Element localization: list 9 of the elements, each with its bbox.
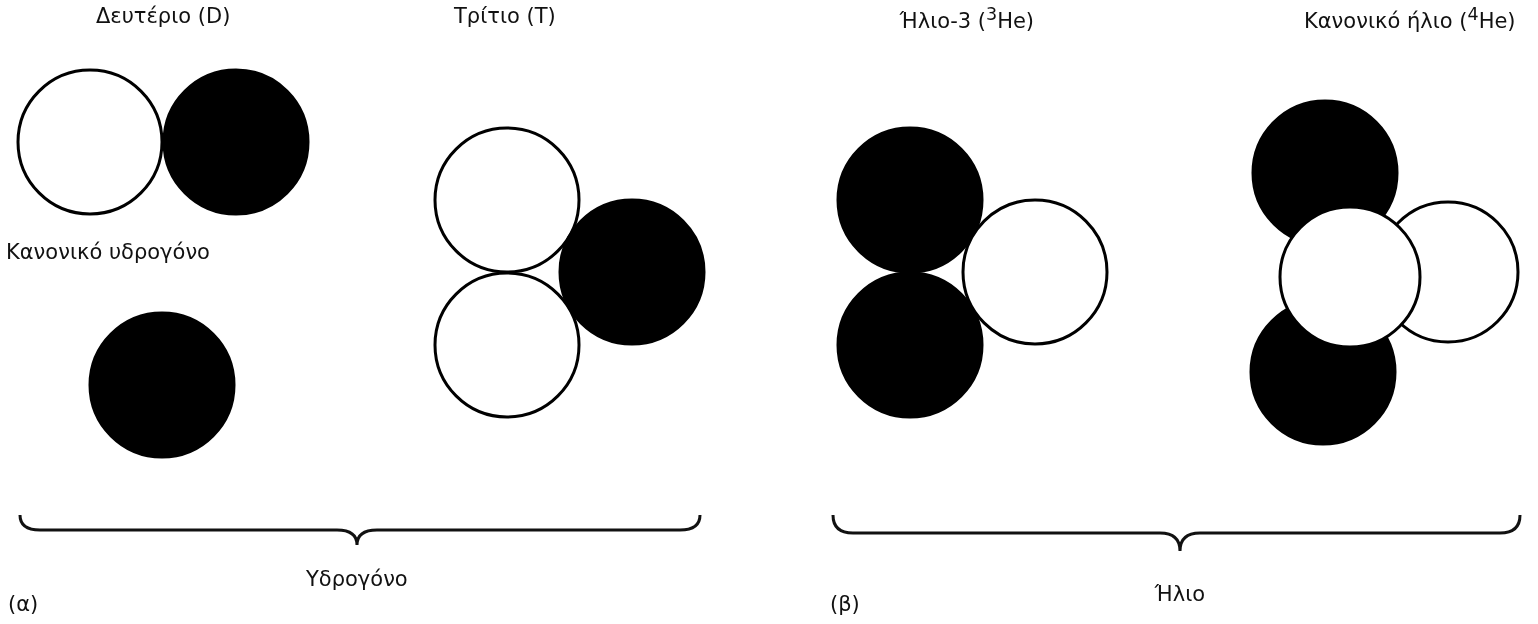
nucleus-label: Δευτέριο (D) (96, 4, 231, 30)
nucleus-label: Τρίτιο (T) (454, 4, 556, 30)
nucleus-label: Κανονικό ήλιο ($^{4}$He) (1304, 4, 1516, 35)
nucleus-label: Ήλιο-3 ($^{3}$He) (899, 4, 1035, 35)
panel-label: (β) (830, 592, 860, 618)
nucleus-label: Κανονικό υδρογόνο (6, 240, 210, 266)
group-label: Υδρογόνο (306, 567, 408, 593)
group-label: Ήλιο (1154, 582, 1206, 608)
panel-label: (α) (8, 592, 39, 618)
